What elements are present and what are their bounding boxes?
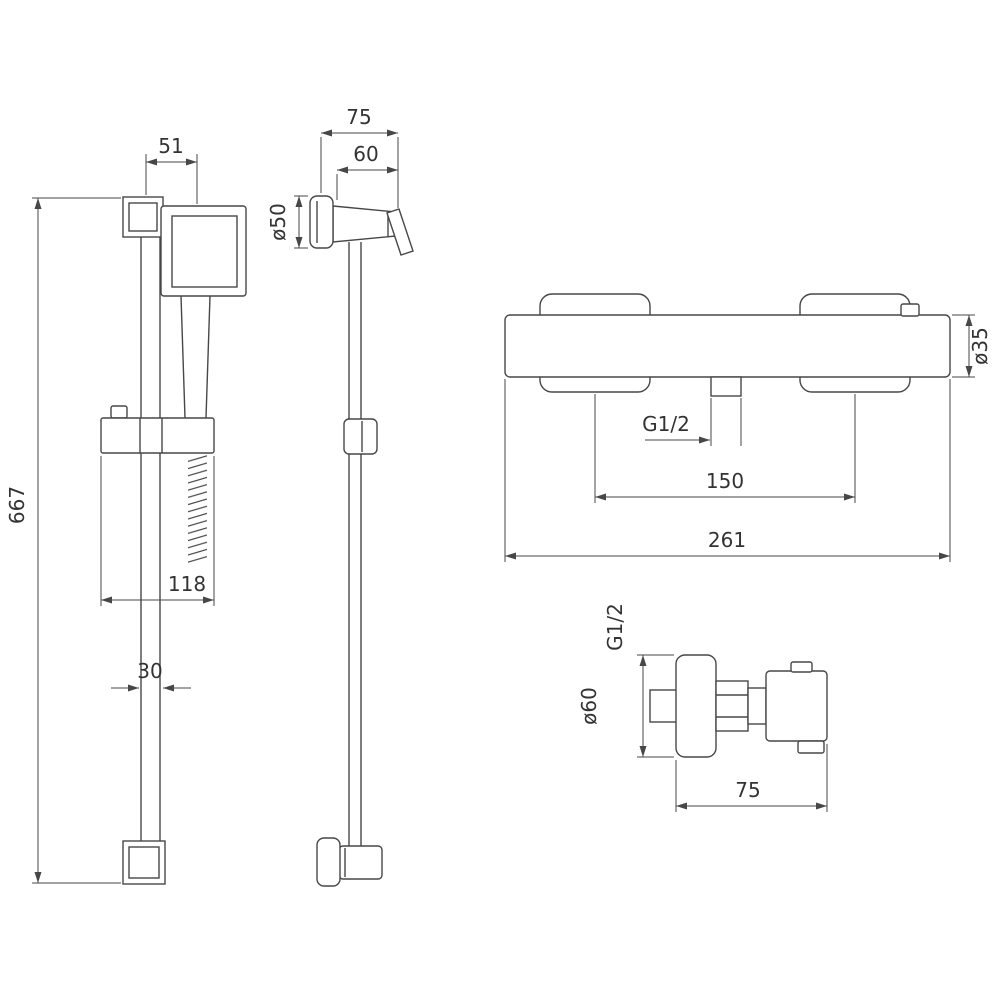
dim-valve-width-label: 261 [708, 528, 746, 552]
handset-handle [180, 295, 186, 419]
dim-body-diameter: ø35 [952, 314, 992, 378]
outlet-connection [710, 376, 742, 397]
slider-block [100, 417, 215, 454]
dim-overall-height: 667 [5, 197, 121, 884]
dim-escutcheon-diameter: ø60 [577, 654, 674, 758]
dim-inlet-centres: 150 [594, 394, 856, 503]
escutcheon [675, 654, 717, 758]
inlet-stub [649, 689, 681, 723]
dim-escutcheon-diameter-label: ø60 [577, 687, 601, 725]
dim-valve-depth: 75 [675, 744, 828, 812]
slider-side [343, 418, 378, 455]
dim-slider-width: 118 [100, 456, 215, 606]
dim-bracket-depth: 60 [336, 142, 398, 200]
callout-inlet-thread-label: G1/2 [603, 603, 627, 651]
callout-outlet-thread-label: G1/2 [642, 412, 690, 436]
handle-top-button [790, 661, 813, 673]
stop-button [900, 303, 920, 317]
dim-slider-width-label: 118 [168, 572, 206, 596]
top-holder [332, 205, 397, 243]
control-handle [765, 670, 828, 742]
callout-outlet-thread: G1/2 [642, 398, 742, 446]
spray-face [171, 215, 238, 288]
top-flange [309, 195, 334, 249]
dim-bracket-overall-depth-label: 75 [346, 105, 371, 129]
bottom-flange [316, 837, 341, 887]
slider-button [110, 405, 128, 419]
valve-front-view: ø35 G1/2 150 261 [504, 293, 992, 562]
hex-nut [715, 680, 749, 732]
dim-inlet-centres-label: 150 [706, 469, 744, 493]
dim-flange-diameter: ø50 [266, 195, 308, 249]
dim-body-diameter-label: ø35 [968, 327, 992, 365]
dim-head-offset: 51 [145, 134, 198, 204]
valve-side-view: G1/2 ø60 75 [577, 603, 828, 812]
dim-valve-width: 261 [504, 379, 951, 562]
handle-bottom-tab [797, 740, 825, 754]
dim-overall-height-label: 667 [5, 486, 29, 524]
rail-side-view: 75 60 ø50 [266, 105, 414, 887]
dim-rail-width: 30 [111, 659, 191, 692]
dim-bracket-overall-depth: 75 [320, 105, 399, 208]
hose-coil [188, 455, 207, 563]
valve-body [504, 314, 951, 378]
valve-spacer [747, 687, 767, 725]
handset-clip [386, 208, 414, 256]
dim-valve-depth-label: 75 [735, 778, 760, 802]
dim-rail-width-label: 30 [137, 659, 162, 683]
dim-flange-diameter-label: ø50 [266, 203, 290, 241]
rail-front-view: 51 667 118 30 [5, 134, 247, 885]
dim-bracket-depth-label: 60 [353, 142, 378, 166]
dim-head-offset-label: 51 [158, 134, 183, 158]
